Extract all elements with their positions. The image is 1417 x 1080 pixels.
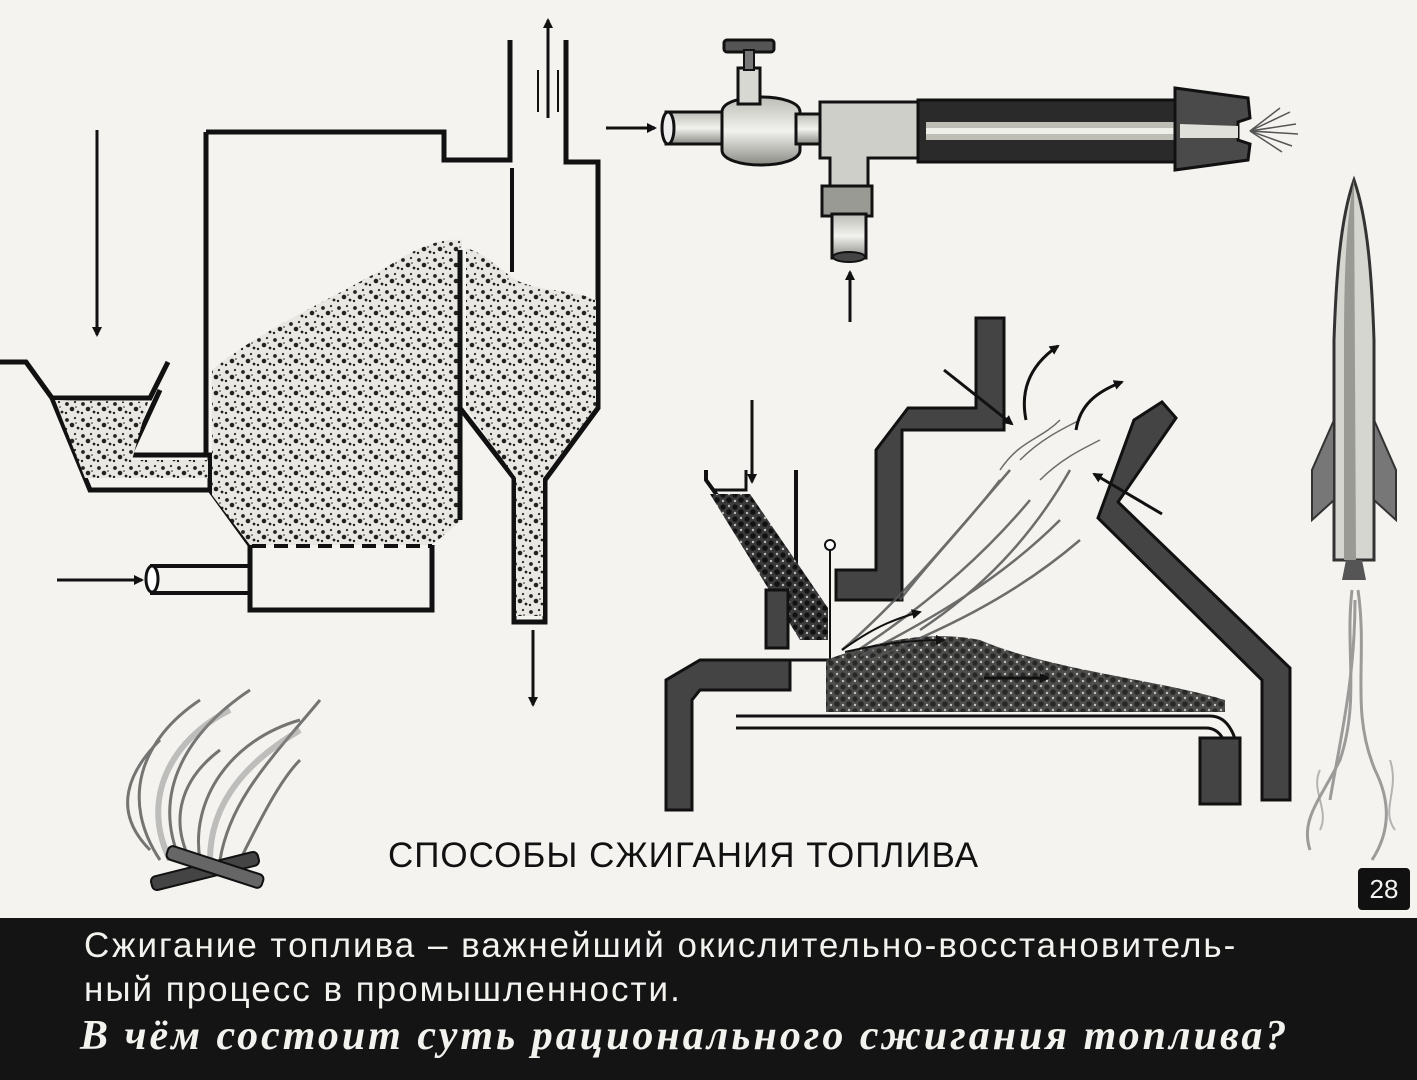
combustion-methods-diagram bbox=[0, 18, 1397, 892]
caption-line-1: Сжигание топлива – важнейший окислительн… bbox=[84, 926, 1238, 965]
fluidized-bed-apparatus bbox=[0, 18, 601, 707]
valve-icon bbox=[720, 38, 802, 167]
diagram-title: СПОСОБЫ СЖИГАНИЯ ТОПЛИВА bbox=[388, 836, 980, 875]
rocket-icon bbox=[1305, 175, 1397, 861]
campfire-icon bbox=[126, 688, 322, 892]
caption-line-2: ный процесс в промышленности. bbox=[84, 970, 682, 1009]
caption-question: В чём состоит суть рационального сжигани… bbox=[80, 1013, 1290, 1059]
gas-burner bbox=[606, 38, 1299, 322]
caption-bar: Сжигание топлива – важнейший окислительн… bbox=[0, 918, 1417, 1080]
slide-number-badge: 28 bbox=[1358, 868, 1410, 910]
illustration-panel: СПОСОБЫ СЖИГАНИЯ ТОПЛИВА 28 bbox=[0, 0, 1417, 918]
pulverized-fuel-furnace bbox=[664, 316, 1292, 812]
